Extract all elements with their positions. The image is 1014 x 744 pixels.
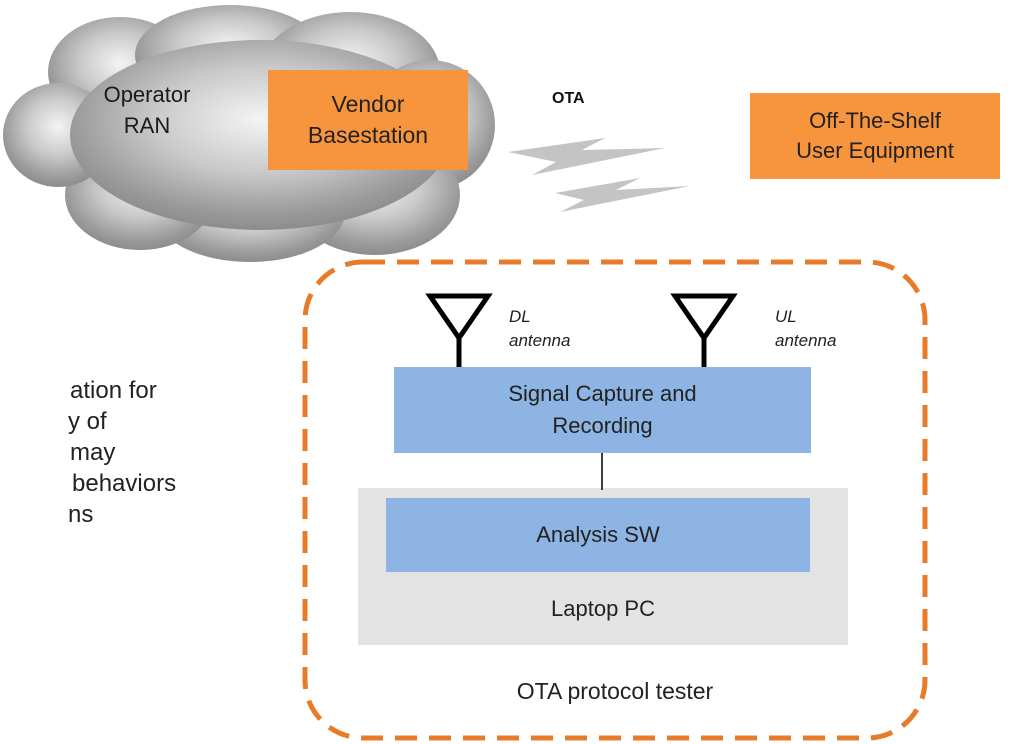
user-equipment-box: Off-The-Shelf User Equipment — [750, 93, 1000, 179]
tester-dashed-border — [302, 259, 928, 741]
partial-text-block: ation for y of may behaviors ns — [68, 377, 177, 528]
ota-lightning-icon — [508, 138, 690, 212]
laptop-pc-label: Laptop PC — [551, 596, 655, 621]
ul-antenna-icon — [670, 293, 738, 367]
dl-antenna-icon — [425, 293, 493, 367]
dl-antenna-label: DL antenna — [509, 307, 571, 350]
ota-label: OTA — [552, 90, 585, 107]
signal-capture-box: Signal Capture and Recording — [394, 367, 811, 453]
analysis-sw-box: Analysis SW — [386, 498, 810, 572]
ul-antenna-label: UL antenna — [775, 307, 837, 350]
operator-ran-label: Operator RAN — [103, 82, 191, 138]
vendor-basestation-box: Vendor Basestation — [268, 70, 468, 170]
ota-protocol-tester-title: OTA protocol tester — [516, 678, 714, 704]
